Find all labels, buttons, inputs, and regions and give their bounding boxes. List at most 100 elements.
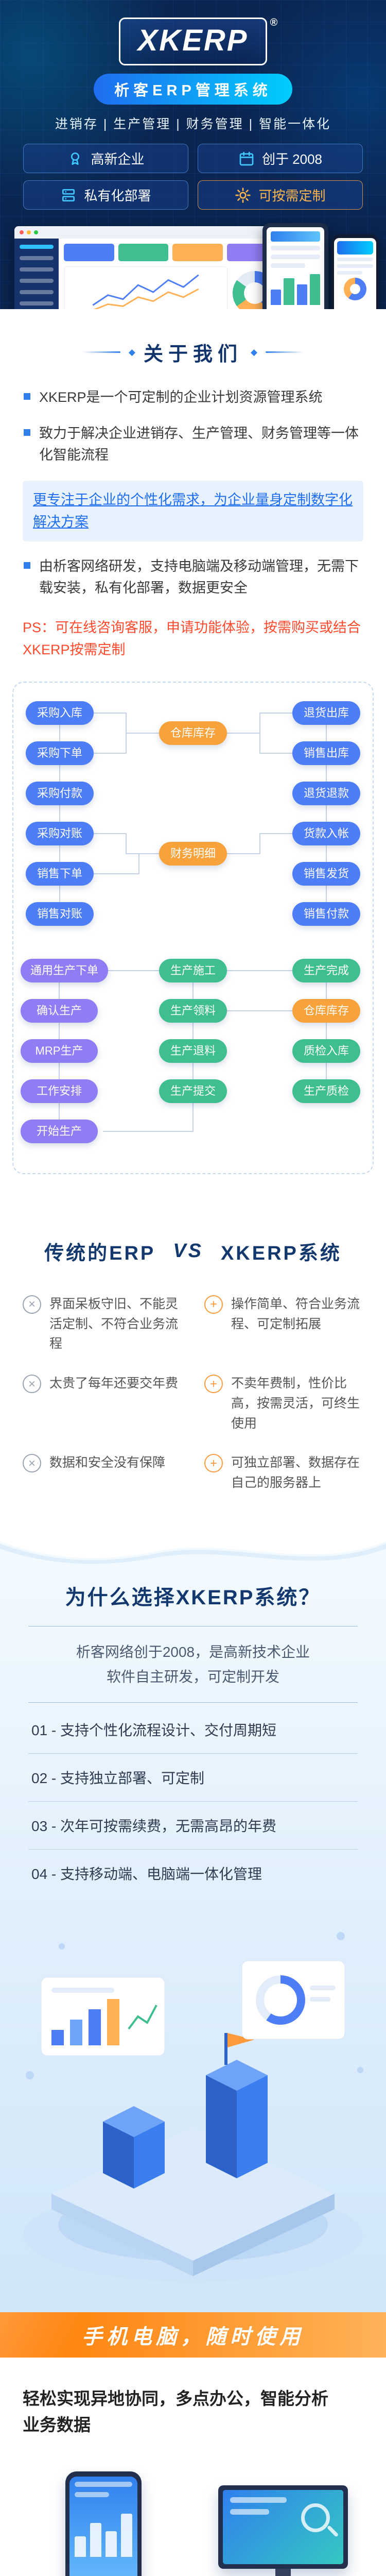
badge-label: 高新企业 bbox=[91, 151, 145, 167]
wave-divider bbox=[0, 1526, 386, 1564]
flow-node: 仓库库存 bbox=[292, 998, 360, 1023]
badge-label: 创于 2008 bbox=[261, 151, 323, 167]
dashboard-screenshot bbox=[14, 226, 282, 309]
why-item: 03 - 次年可按需续费，无需高昂的年费 bbox=[28, 1802, 358, 1850]
pro-item: + 不卖年费制，性价比高，按需灵活，可终生使用 bbox=[204, 1374, 363, 1433]
about-bullet: 由析客网络研发，支持电脑端及移动端管理，无需下载安装，私有化部署，数据更安全 bbox=[23, 556, 363, 599]
con-item: × 太贵了每年还要交年费 bbox=[23, 1374, 182, 1433]
flow-node: 生产施工 bbox=[159, 958, 227, 982]
why-intro-line2: 软件自主研发，可定制开发 bbox=[106, 1668, 279, 1685]
vs-title-left: 传统的ERP bbox=[44, 1242, 156, 1264]
feature-badges: 高新企业 创于 2008 私有化部署 可按需定制 bbox=[23, 144, 363, 210]
diamond-icon: ◆ bbox=[128, 347, 135, 357]
flow-connectors bbox=[59, 712, 327, 1132]
about-bullet: 致力于解决企业进销存、生产管理、财务管理等一体化智能流程 bbox=[23, 423, 363, 466]
con-text: 界面呆板守旧、不能灵活定制、不符合业务流程 bbox=[49, 1296, 179, 1351]
about-ps-note: PS：可在线咨询客服，申请功能体验，按需购买或结合XKERP按需定制 bbox=[23, 619, 361, 657]
badge-customizable: 可按需定制 bbox=[198, 180, 363, 210]
flowchart-frame: 采购入库 采购下单 采购付款 采购对账 销售下单 销售对账 仓库库存 财务明细 … bbox=[12, 681, 374, 1174]
tagline: 进销存 | 生产管理 | 财务管理 | 智能一体化 bbox=[55, 117, 331, 131]
flowchart-canvas: 采购入库 采购下单 采购付款 采购对账 销售下单 销售对账 仓库库存 财务明细 … bbox=[21, 701, 365, 1155]
plus-icon: + bbox=[204, 1295, 223, 1314]
pro-text: 操作简单、符合业务流程、可定制拓展 bbox=[231, 1296, 360, 1331]
flow-node: 通用生产下单 bbox=[21, 958, 108, 982]
flow-node: 采购对账 bbox=[26, 821, 94, 845]
badge-label: 私有化部署 bbox=[84, 188, 151, 204]
why-item: 01 - 支持个性化流程设计、交付周期短 bbox=[28, 1706, 358, 1754]
flow-node: 退货出库 bbox=[292, 701, 360, 725]
why-intro-line1: 析客网络创于2008，是高新技术企业 bbox=[76, 1643, 310, 1660]
gear-icon bbox=[235, 187, 251, 203]
flow-node: 生产领料 bbox=[159, 998, 227, 1023]
line-chart-placeholder bbox=[64, 266, 227, 309]
badge-hightech: 高新企业 bbox=[23, 144, 188, 173]
pro-text: 不卖年费制，性价比高，按需灵活，可终生使用 bbox=[231, 1376, 360, 1431]
plus-icon: + bbox=[204, 1454, 223, 1473]
flow-node: 生产提交 bbox=[159, 1079, 227, 1103]
phone-screenshot bbox=[331, 234, 379, 309]
flow-node: 工作安排 bbox=[21, 1079, 98, 1103]
pro-item: + 可独立部署、数据存在自己的服务器上 bbox=[204, 1453, 363, 1493]
banner: 手机电脑，随时使用 bbox=[0, 2312, 386, 2358]
flow-node: 采购下单 bbox=[26, 741, 94, 765]
flow-node: 仓库库存 bbox=[159, 721, 227, 745]
badge-private-deploy: 私有化部署 bbox=[23, 180, 188, 210]
badge-founded: 创于 2008 bbox=[198, 144, 363, 173]
product-screenshots bbox=[0, 222, 386, 309]
phone-illustration bbox=[23, 2461, 184, 2576]
subtitle-badge: 析客ERP管理系统 bbox=[94, 74, 292, 105]
con-text: 太贵了每年还要交年费 bbox=[49, 1376, 179, 1391]
flow-node: 采购入库 bbox=[26, 701, 94, 725]
comparison-grid: × 界面呆板守旧、不能灵活定制、不符合业务流程 + 操作简单、符合业务流程、可定… bbox=[23, 1294, 363, 1493]
plus-icon: + bbox=[204, 1375, 223, 1394]
flow-node: 生产完成 bbox=[292, 958, 360, 982]
vs-title-right: XKERP系统 bbox=[220, 1242, 342, 1264]
pro-item: + 操作简单、符合业务流程、可定制拓展 bbox=[204, 1294, 363, 1354]
heading-dash-left bbox=[82, 351, 120, 353]
banner-title: 手机电脑，随时使用 bbox=[82, 2326, 304, 2349]
flow-node: 财务明细 bbox=[159, 841, 227, 866]
clients-section: 轻松实现异地协同，多点办公，智能分析业务数据 手机客 bbox=[0, 2358, 386, 2576]
pc-illustration bbox=[202, 2461, 363, 2576]
con-text: 数据和安全没有保障 bbox=[49, 1455, 166, 1470]
cross-icon: × bbox=[23, 1375, 41, 1394]
flow-node: 生产质检 bbox=[292, 1079, 360, 1103]
bottom-headline: 轻松实现异地协同，多点办公，智能分析业务数据 bbox=[23, 2389, 328, 2435]
con-item: × 数据和安全没有保障 bbox=[23, 1453, 182, 1493]
logo: XKERP ® bbox=[118, 17, 277, 65]
cross-icon: × bbox=[23, 1454, 41, 1473]
flow-node: MRP生产 bbox=[21, 1039, 98, 1063]
about-title: 关于我们 bbox=[143, 344, 242, 365]
flow-node: 退货退款 bbox=[292, 781, 360, 805]
logo-text: XKERP bbox=[137, 24, 249, 57]
why-section: 为什么选择XKERP系统？ 析客网络创于2008，是高新技术企业 软件自主研发，… bbox=[0, 1526, 386, 2313]
isometric-illustration bbox=[23, 1932, 363, 2283]
con-item: × 界面呆板守旧、不能灵活定制、不符合业务流程 bbox=[23, 1294, 182, 1354]
why-list: 01 - 支持个性化流程设计、交付周期短 02 - 支持独立部署、可定制 03 … bbox=[28, 1706, 358, 1897]
pro-text: 可独立部署、数据存在自己的服务器上 bbox=[231, 1455, 360, 1490]
about-bullet: XKERP是一个可定制的企业计划资源管理系统 bbox=[23, 387, 363, 409]
pc-web-card: PC网页版 采购销售轻松管理生意，数据报表分析业务数据 bbox=[202, 2461, 363, 2576]
flow-node: 生产退料 bbox=[159, 1039, 227, 1063]
why-intro: 析客网络创于2008，是高新技术企业 软件自主研发，可定制开发 bbox=[28, 1625, 358, 1703]
about-heading: ◆ 关于我们 ◆ bbox=[23, 338, 363, 366]
about-highlight: 更专注于企业的个性化需求，为企业量身定制数字化解决方案 bbox=[23, 480, 363, 541]
why-title: 为什么选择XKERP系统？ bbox=[65, 1586, 321, 1609]
registered-mark: ® bbox=[270, 17, 279, 28]
about-section: ◆ 关于我们 ◆ XKERP是一个可定制的企业计划资源管理系统 致力于解决企业进… bbox=[0, 309, 386, 668]
flow-node: 销售出库 bbox=[292, 741, 360, 765]
badge-label: 可按需定制 bbox=[258, 188, 326, 204]
flow-node: 确认生产 bbox=[21, 998, 98, 1023]
flow-node: 开始生产 bbox=[21, 1119, 98, 1143]
mobile-client-card: 手机客户端 业务员手机随时随地开单、轻松管理客户，销售分析一手掌握 bbox=[23, 2461, 184, 2576]
flow-node: 销售发货 bbox=[292, 861, 360, 886]
heading-dash-right bbox=[266, 351, 304, 353]
why-item: 04 - 支持移动端、电脑端一体化管理 bbox=[31, 1866, 262, 1883]
why-item: 02 - 支持独立部署、可定制 bbox=[28, 1754, 358, 1802]
medal-icon bbox=[71, 152, 80, 165]
about-list: XKERP是一个可定制的企业计划资源管理系统 致力于解决企业进销存、生产管理、财… bbox=[23, 387, 363, 661]
diamond-icon: ◆ bbox=[251, 347, 258, 357]
vs-title-vs: VS bbox=[173, 1240, 203, 1262]
flow-node: 销售对账 bbox=[26, 902, 94, 926]
